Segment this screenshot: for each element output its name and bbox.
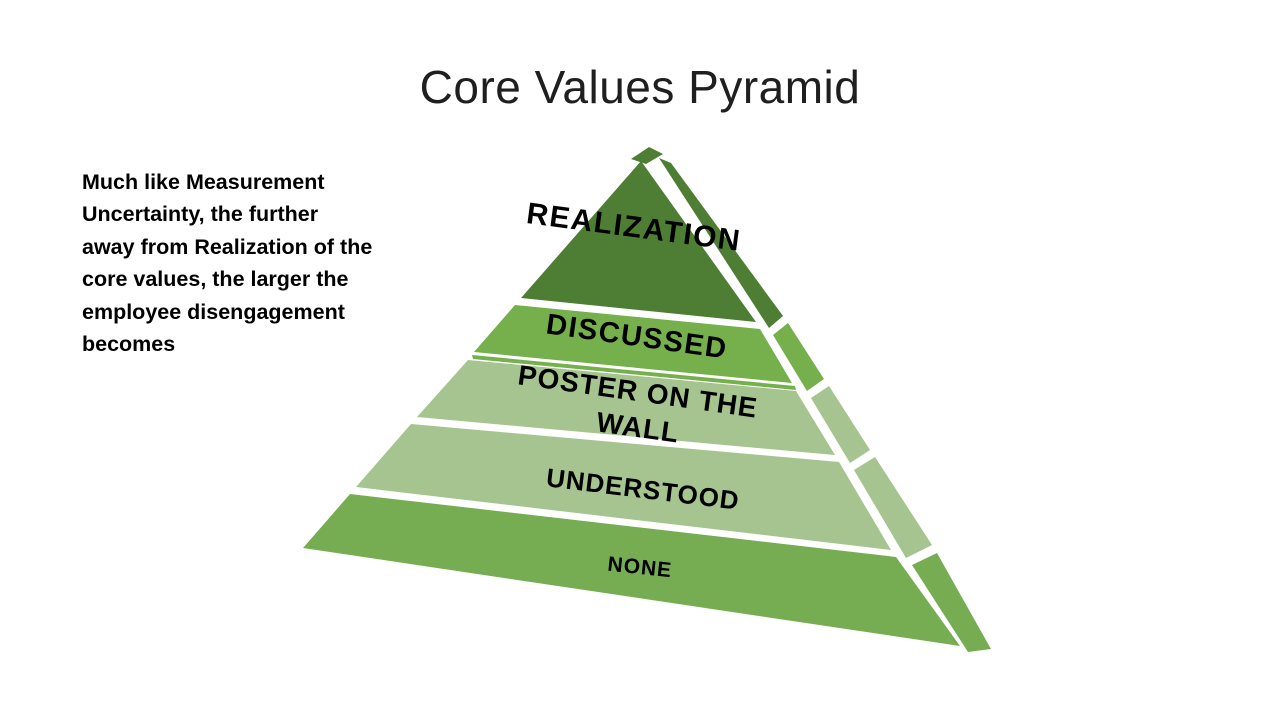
pyramid-level-realization-side-face xyxy=(659,158,783,328)
pyramid-level-poster-front-face xyxy=(417,360,835,455)
slide-title: Core Values Pyramid xyxy=(419,61,861,113)
pyramid-level-none-side-face xyxy=(912,553,991,652)
pyramid-level-poster-side-face xyxy=(811,386,870,463)
pyramid-apex-bevel xyxy=(631,147,663,164)
pyramid-level-understood-side-face xyxy=(854,457,932,558)
pyramid-level-discussed-front-face xyxy=(474,305,792,383)
pyramid-level-understood-front-face xyxy=(356,424,891,550)
annotation-text: Much like Measurement Uncertainty, the f… xyxy=(82,170,373,357)
pyramid-level-realization-front-face xyxy=(521,161,756,322)
pyramid-level-discussed-bottom-bevel xyxy=(472,355,796,390)
pyramid-level-discussed-side-face xyxy=(773,323,824,391)
pyramid-level-none-front-face xyxy=(303,494,960,646)
